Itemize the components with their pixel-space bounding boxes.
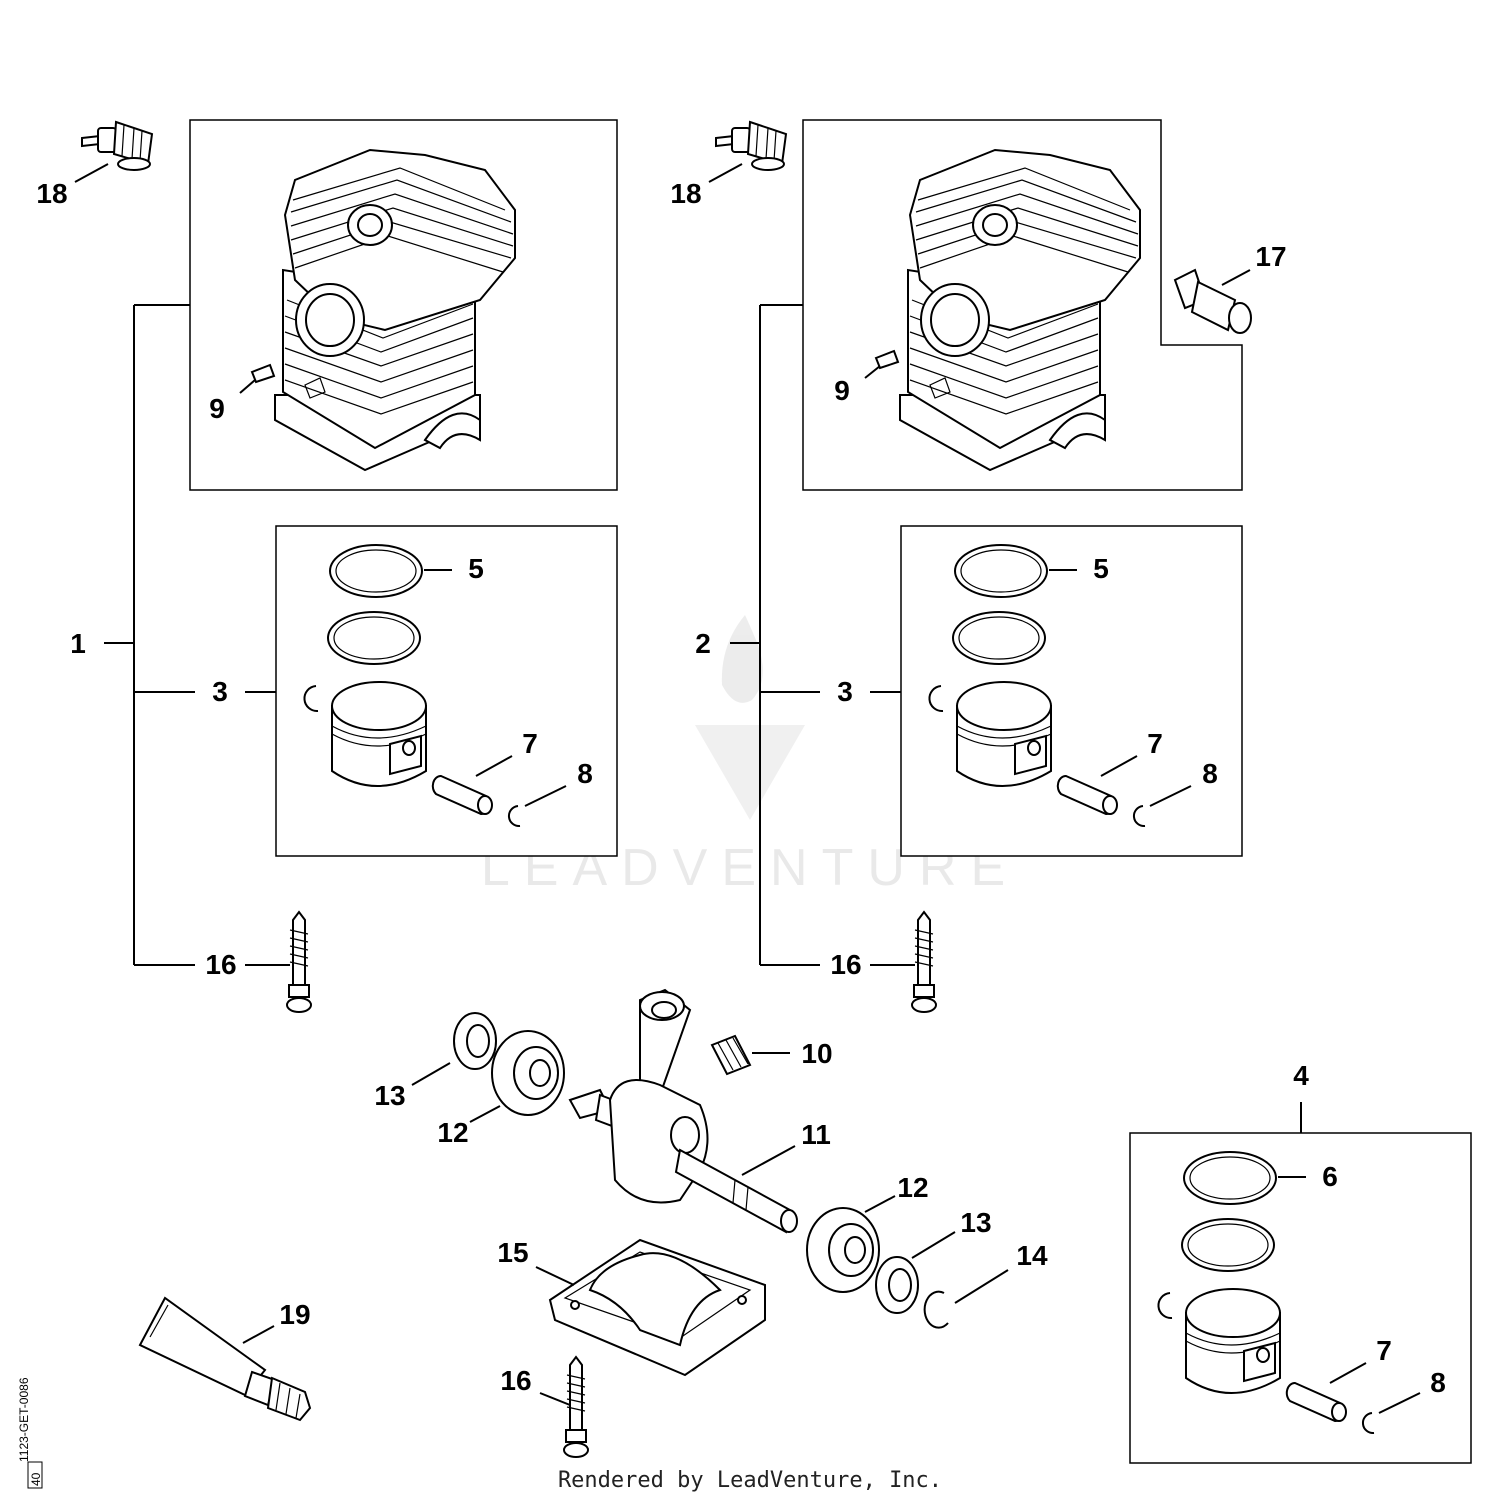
label-9-right: 9 — [834, 375, 850, 406]
label-7-right: 7 — [1147, 728, 1163, 759]
label-14: 14 — [1016, 1240, 1048, 1271]
crankshaft-area: 13 12 10 11 12 13 14 15 16 — [374, 988, 1048, 1458]
label-3-left: 3 — [212, 676, 228, 707]
oil-seal-left — [453, 1012, 497, 1070]
label-8-kit: 8 — [1430, 1367, 1446, 1398]
nipple-right — [864, 349, 900, 379]
label-12-right: 12 — [897, 1172, 928, 1203]
grease-tube — [138, 1296, 312, 1422]
assembly-2: 2 3 5 7 8 9 16 17 18 — [670, 119, 1287, 1013]
label-18-right: 18 — [670, 178, 701, 209]
piston-box-kit — [1129, 1132, 1472, 1464]
label-3-right: 3 — [837, 676, 853, 707]
label-2: 2 — [695, 628, 711, 659]
label-1: 1 — [70, 628, 86, 659]
label-16-right: 16 — [830, 949, 861, 980]
label-6: 6 — [1322, 1161, 1338, 1192]
label-17: 17 — [1255, 241, 1286, 272]
label-9-left: 9 — [209, 393, 225, 424]
screw-bottom — [563, 1356, 589, 1458]
piston-box-right — [900, 525, 1243, 857]
piston-box-left — [275, 525, 618, 857]
label-18-left: 18 — [36, 178, 67, 209]
nipple-left — [239, 363, 276, 394]
label-8-right: 8 — [1202, 758, 1218, 789]
label-11: 11 — [801, 1119, 831, 1150]
spark-plug-left — [81, 121, 153, 171]
piston-kit-4: 4 6 7 8 — [1129, 1060, 1472, 1464]
circlip-14 — [923, 1290, 949, 1329]
assembly-1: 1 3 5 7 8 9 16 18 — [36, 119, 618, 1013]
label-8-left: 8 — [577, 758, 593, 789]
footer-credit: Rendered by LeadVenture, Inc. — [558, 1468, 942, 1493]
drawing-code: 1123-GET-0086 40 — [17, 1377, 43, 1489]
label-7-kit: 7 — [1376, 1335, 1392, 1366]
label-13-left: 13 — [374, 1080, 405, 1111]
label-15: 15 — [497, 1237, 528, 1268]
screw-left — [286, 911, 312, 1013]
oil-seal-right — [875, 1256, 919, 1314]
screw-right — [911, 911, 937, 1013]
label-4: 4 — [1293, 1060, 1309, 1091]
label-5-right: 5 — [1093, 553, 1109, 584]
label-12-left: 12 — [437, 1117, 468, 1148]
label-7-left: 7 — [522, 728, 538, 759]
crankshaft — [568, 988, 798, 1234]
label-16-bottom: 16 — [500, 1365, 531, 1396]
label-10: 10 — [801, 1038, 832, 1069]
needle-cage — [710, 1034, 752, 1076]
ball-bearing-right — [806, 1207, 880, 1293]
spark-plug-right — [715, 121, 787, 171]
label-5-left: 5 — [468, 553, 484, 584]
decompression-valve — [1173, 268, 1252, 334]
watermark: LEADVENTURE — [481, 615, 1005, 897]
ball-bearing-left — [491, 1030, 565, 1116]
label-19: 19 — [279, 1299, 310, 1330]
label-13-right: 13 — [960, 1207, 991, 1238]
drawing-code-sub: 40 — [29, 1472, 43, 1486]
drawing-code-text: 1123-GET-0086 — [17, 1377, 31, 1462]
label-16-left: 16 — [205, 949, 236, 980]
oil-pan — [548, 1238, 766, 1377]
